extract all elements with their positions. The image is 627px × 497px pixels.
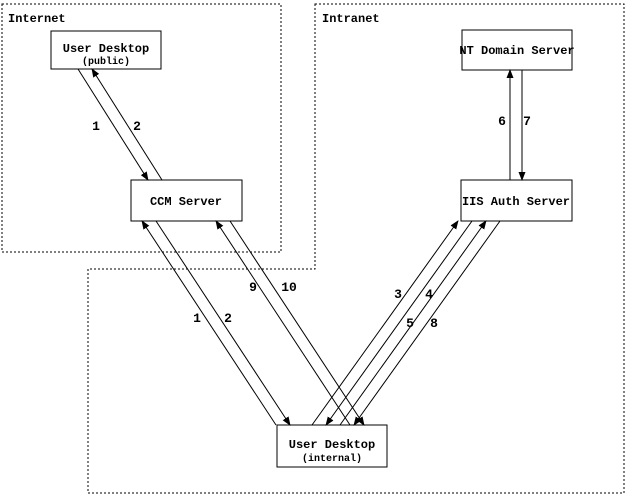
iis-auth-server-title: IIS Auth Server	[462, 195, 570, 209]
flow-step8-iis-to-internal: 8	[353, 220, 501, 426]
node-iis-auth-server: IIS Auth Server	[460, 179, 573, 222]
flow-step-label: 8	[430, 316, 438, 331]
arrow-line	[325, 220, 473, 426]
node-ccm-server: CCM Server	[130, 179, 243, 222]
intranet-zone-label: Intranet	[322, 12, 380, 26]
user-desktop-public-subtitle: (public)	[82, 56, 130, 68]
flow-step4-iis-to-internal: 4	[325, 220, 473, 426]
flow-step-label: 10	[281, 280, 297, 295]
node-nt-domain-server: NT Domain Server	[459, 29, 575, 71]
flow-step-label: 3	[394, 287, 402, 302]
arrow-line	[215, 220, 351, 426]
flow-step-label: 2	[133, 119, 141, 134]
user-desktop-public-box	[50, 30, 162, 70]
node-user-desktop-internal: User Desktop (internal)	[276, 424, 388, 468]
user-desktop-internal-title: User Desktop	[289, 438, 375, 452]
user-desktop-internal-box	[276, 424, 388, 468]
arrow-line	[311, 220, 459, 426]
zone-intranet: Intranet	[87, 3, 625, 494]
flow-step-label: 9	[249, 280, 257, 295]
flow-step1-internal-to-ccm: 1	[141, 220, 277, 426]
flow-step-label: 5	[406, 316, 414, 331]
arrow-line	[141, 220, 277, 426]
internet-zone-border	[1, 3, 282, 253]
flow-step-label: 2	[224, 311, 232, 326]
flow-step-label: 6	[498, 114, 506, 129]
iis-auth-server-box	[460, 179, 573, 222]
arrow-line	[91, 68, 163, 181]
zone-internet: Internet	[1, 3, 282, 253]
flow-step9-internal-to-ccm: 9	[215, 220, 351, 426]
flow-step10-ccm-to-internal: 10	[229, 220, 365, 426]
arrow-line	[77, 68, 149, 181]
flow-step6-iis-to-nt: 6	[498, 69, 514, 180]
flow-step-label: 1	[92, 119, 100, 134]
flow-step3-internal-to-iis: 3	[311, 220, 459, 426]
intranet-zone-border	[87, 3, 625, 494]
arrow-line	[229, 220, 365, 426]
flow-step-label: 7	[523, 114, 531, 129]
ccm-server-title: CCM Server	[150, 195, 222, 209]
arrow-line	[339, 220, 487, 426]
flow-step7-nt-to-iis: 7	[518, 70, 531, 181]
user-desktop-public-title: User Desktop	[63, 42, 149, 56]
flow-step-label: 1	[193, 311, 201, 326]
flow-step2-ccm-to-internal: 2	[155, 220, 291, 426]
flow-step1-public-to-ccm: 1	[77, 68, 149, 181]
arrow-line	[353, 220, 501, 426]
nt-domain-server-title: NT Domain Server	[459, 44, 574, 58]
flow-step5-internal-to-iis: 5	[339, 220, 487, 426]
nt-domain-server-box	[461, 29, 573, 71]
node-user-desktop-public: User Desktop (public)	[50, 30, 162, 70]
flow-step-label: 4	[425, 287, 433, 302]
ccm-server-box	[130, 179, 243, 222]
user-desktop-internal-subtitle: (internal)	[302, 453, 362, 465]
flow-step2-ccm-to-public: 2	[91, 68, 163, 181]
internet-zone-label: Internet	[8, 12, 66, 26]
arrow-line	[155, 220, 291, 426]
